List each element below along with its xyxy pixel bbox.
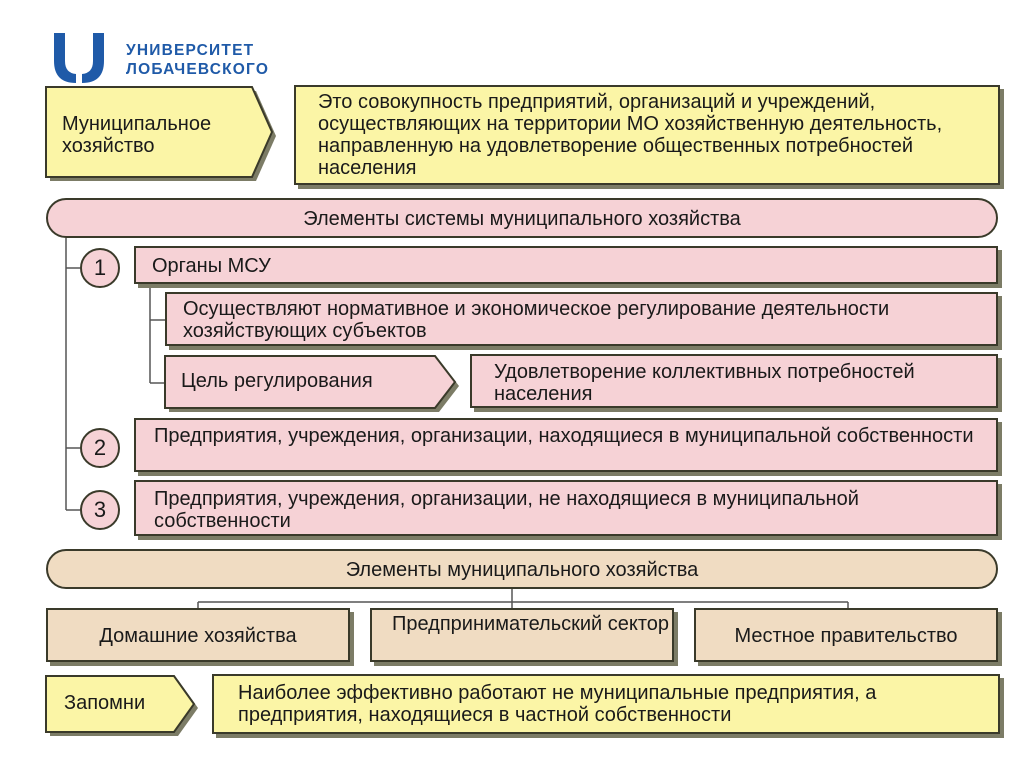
definition-term-arrow bbox=[45, 86, 276, 181]
remember-text: Наиболее эффективно работают не муниципа… bbox=[238, 682, 877, 726]
organs-msu-label: Органы МСУ bbox=[152, 255, 271, 277]
remember-box: Наиболее эффективно работают не муниципа… bbox=[212, 674, 1000, 734]
non-municipal-enterprises-box: Предприятия, учреждения, организации, не… bbox=[134, 480, 998, 536]
goal-arrow bbox=[164, 355, 459, 412]
economy-elements-header-text: Элементы муниципального хозяйства bbox=[345, 559, 699, 581]
non-municipal-enterprises-text: Предприятия, учреждения, организации, не… bbox=[154, 488, 859, 532]
business-sector-text: Предпринимательский сектор bbox=[392, 613, 670, 635]
remember-arrow bbox=[45, 675, 198, 736]
university-logo-icon bbox=[52, 31, 114, 85]
item-number-2: 2 bbox=[80, 428, 120, 468]
goal-text: Удовлетворение коллективных потребностей… bbox=[494, 361, 915, 405]
economy-elements-header: Элементы муниципального хозяйства bbox=[46, 549, 998, 589]
item-number-3: 3 bbox=[80, 490, 120, 530]
remember-label: Запомни bbox=[64, 692, 146, 714]
households-text: Домашние хозяйства bbox=[99, 625, 297, 647]
municipal-enterprises-text: Предприятия, учреждения, организации, на… bbox=[154, 425, 974, 447]
local-government-text: Местное правительство bbox=[734, 625, 958, 647]
goal-label: Цель регулирования bbox=[181, 370, 373, 392]
definition-term: Муниципальное хозяйство bbox=[62, 113, 212, 157]
logo-text-line1: УНИВЕРСИТЕТ bbox=[126, 42, 255, 59]
organs-msu-box: Органы МСУ bbox=[134, 246, 998, 284]
msu-function-box: Осуществляют нормативное и экономическое… bbox=[165, 292, 998, 346]
households-box: Домашние хозяйства bbox=[46, 608, 350, 662]
system-elements-header: Элементы системы муниципального хозяйств… bbox=[46, 198, 998, 238]
definition-text: Это совокупность предприятий, организаци… bbox=[318, 91, 943, 179]
logo-text-line2: ЛОБАЧЕВСКОГО bbox=[126, 61, 270, 78]
item-number-1: 1 bbox=[80, 248, 120, 288]
msu-function-text: Осуществляют нормативное и экономическое… bbox=[183, 298, 890, 342]
municipal-enterprises-box: Предприятия, учреждения, организации, на… bbox=[134, 418, 998, 472]
local-government-box: Местное правительство bbox=[694, 608, 998, 662]
definition-box: Это совокупность предприятий, организаци… bbox=[294, 85, 1000, 185]
system-elements-header-text: Элементы системы муниципального хозяйств… bbox=[303, 208, 741, 230]
business-sector-box: Предпринимательский сектор bbox=[370, 608, 674, 662]
goal-text-box: Удовлетворение коллективных потребностей… bbox=[470, 354, 998, 408]
